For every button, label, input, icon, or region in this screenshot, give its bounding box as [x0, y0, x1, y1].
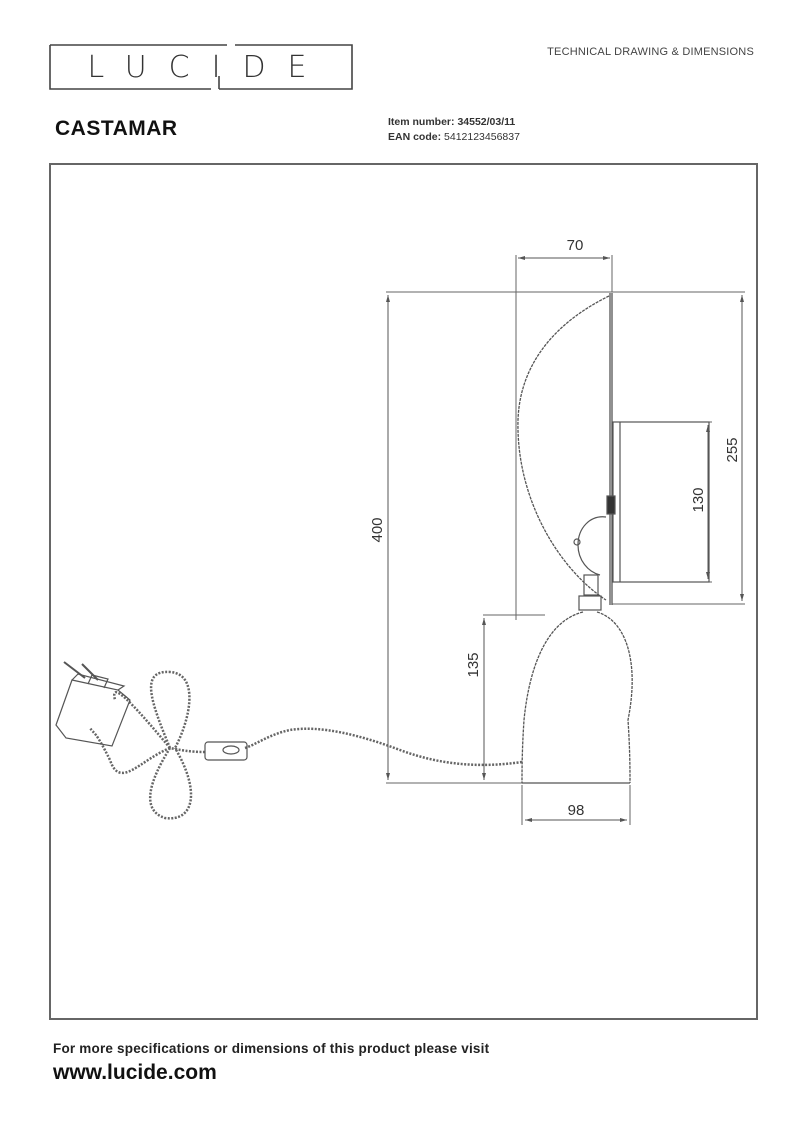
plug-adapter-icon	[55, 661, 131, 747]
dim-label-130: 130	[690, 487, 707, 512]
website-link[interactable]: www.lucide.com	[53, 1061, 217, 1084]
document-type: TECHNICAL DRAWING & DIMENSIONS	[547, 46, 754, 58]
item-number-row: Item number: 34552/03/11	[388, 115, 520, 130]
brand-name: LUCIDE	[87, 50, 329, 85]
product-meta: Item number: 34552/03/11 EAN code: 54121…	[388, 115, 520, 145]
dim-label-70: 70	[567, 237, 584, 254]
footer-note: For more specifications or dimensions of…	[53, 1041, 490, 1056]
brand-logo: LUCIDE	[49, 44, 353, 90]
dim-label-400: 400	[369, 517, 386, 542]
ean-label: EAN code:	[388, 131, 442, 143]
wall-plate-icon	[573, 421, 710, 611]
ean-row: EAN code: 5412123456837	[388, 130, 520, 145]
dim-label-135: 135	[465, 652, 482, 677]
dim-label-255: 255	[724, 437, 741, 462]
ean-value: 5412123456837	[444, 131, 520, 143]
dimension-lines	[386, 256, 744, 822]
lamp-base-icon	[521, 611, 633, 784]
item-number-value: 34552/03/11	[457, 116, 516, 128]
logo-frame-icon	[49, 44, 353, 90]
dim-label-98: 98	[568, 802, 585, 819]
lamp-shade-icon	[517, 293, 613, 605]
inline-switch-icon	[204, 741, 248, 761]
product-name: CASTAMAR	[55, 117, 178, 140]
power-cord-icon	[88, 670, 523, 820]
item-number-label: Item number:	[388, 116, 455, 128]
drawing-frame	[49, 163, 758, 1020]
